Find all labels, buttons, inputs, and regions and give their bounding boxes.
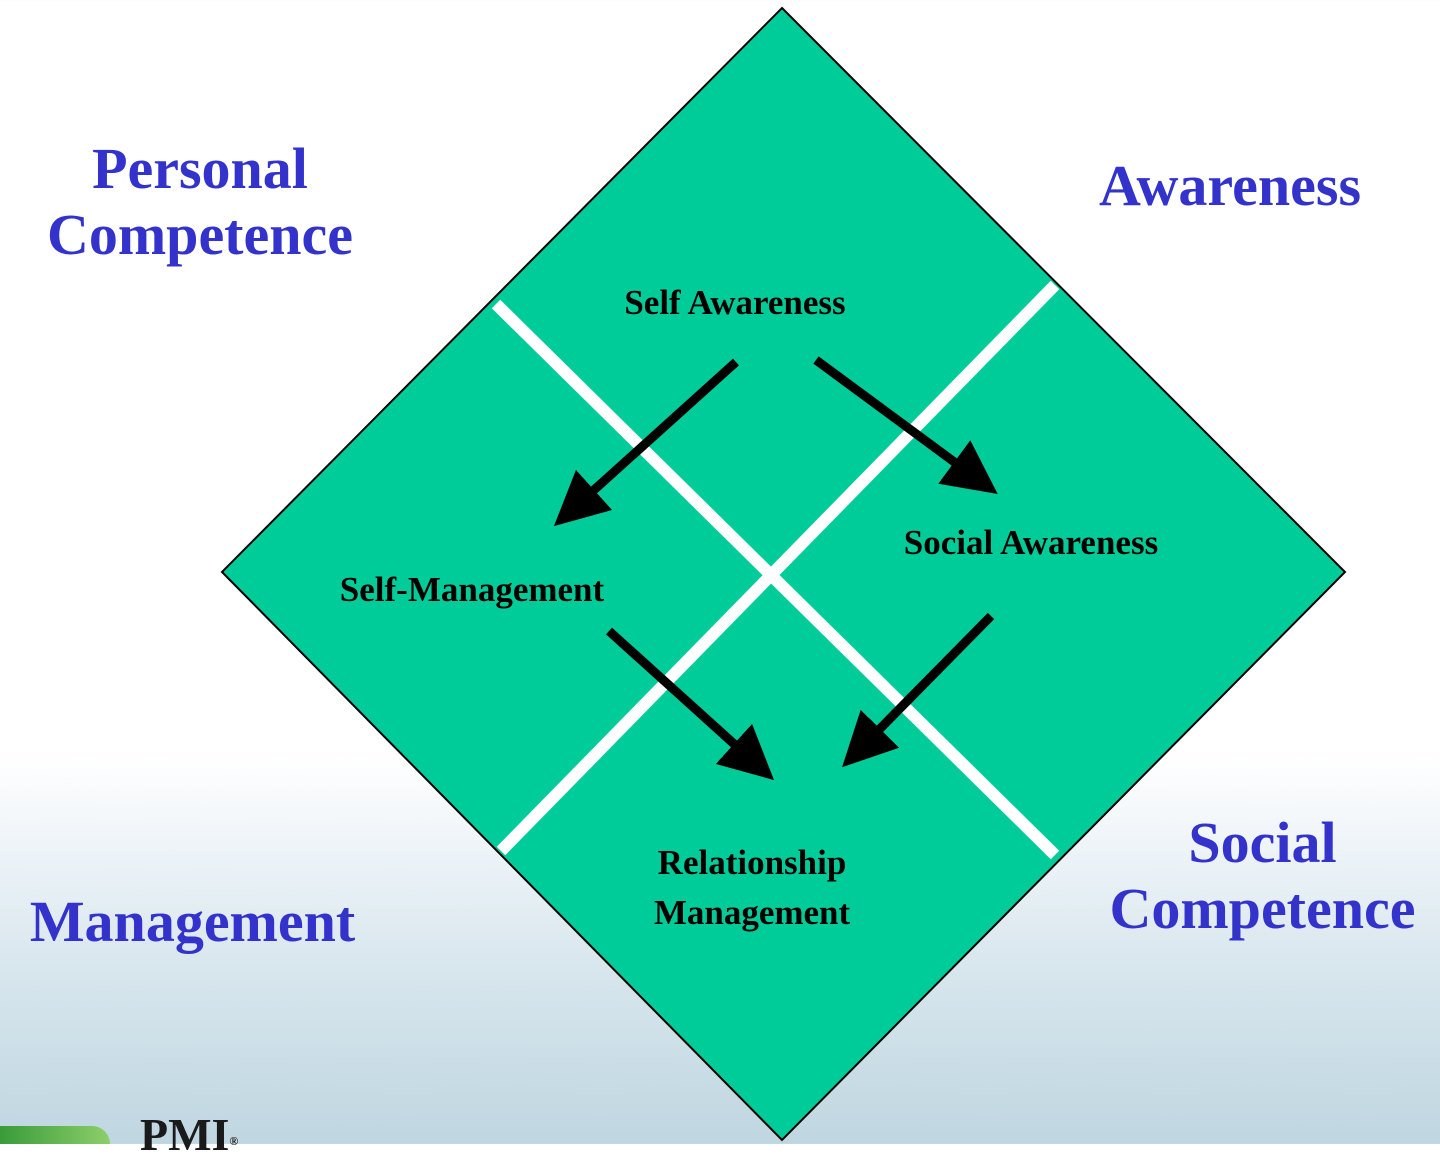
arrow-self-to-self-management	[553, 358, 740, 527]
corner-label-awareness: Awareness	[1098, 153, 1362, 218]
corner-label-social-line-1: Social	[1188, 810, 1337, 875]
pmi-logo: PMI®	[140, 1112, 238, 1158]
diamond-shape	[220, 6, 1347, 1142]
pmi-logo-text: PMI	[140, 1109, 230, 1160]
quadrant-label-social-awareness: Social Awareness	[904, 523, 1158, 562]
divider-diagonal-b	[496, 280, 1060, 856]
corner-label-social-line-2: Competence	[1109, 876, 1416, 941]
logo-swoosh-graphic	[0, 1126, 110, 1144]
quadrant-label-relationship-line-1: Relationship	[658, 843, 847, 882]
arrow-social-awareness-to-relationship	[842, 612, 995, 768]
registered-mark: ®	[229, 1134, 239, 1148]
corner-label-personal-line-1: Personal	[92, 136, 308, 201]
quadrant-label-self-management: Self-Management	[340, 570, 605, 609]
arrow-self-management-to-relationship	[605, 627, 775, 781]
corner-label-personal-line-2: Competence	[46, 202, 353, 267]
arrow-self-to-social-awareness	[813, 356, 998, 495]
divider-diagonal-a	[491, 299, 1060, 860]
quadrant-label-self-awareness: Self Awareness	[624, 283, 845, 322]
quadrant-label-relationship-line-2: Management	[654, 893, 851, 932]
corner-label-management: Management	[29, 889, 356, 954]
corner-label-social-competence: Social Competence	[1090, 810, 1435, 942]
corner-label-personal-competence: Personal Competence	[30, 136, 370, 268]
